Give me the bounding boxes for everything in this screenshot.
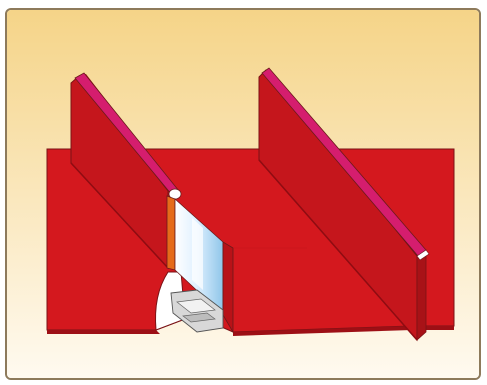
door-frame-jamb [167,196,175,270]
illustration-panel [5,8,481,380]
door-track-diagram [7,10,479,378]
glass-highlight [192,218,203,290]
floor-slab-edge-left [47,330,160,334]
right-wall-side [417,250,426,340]
